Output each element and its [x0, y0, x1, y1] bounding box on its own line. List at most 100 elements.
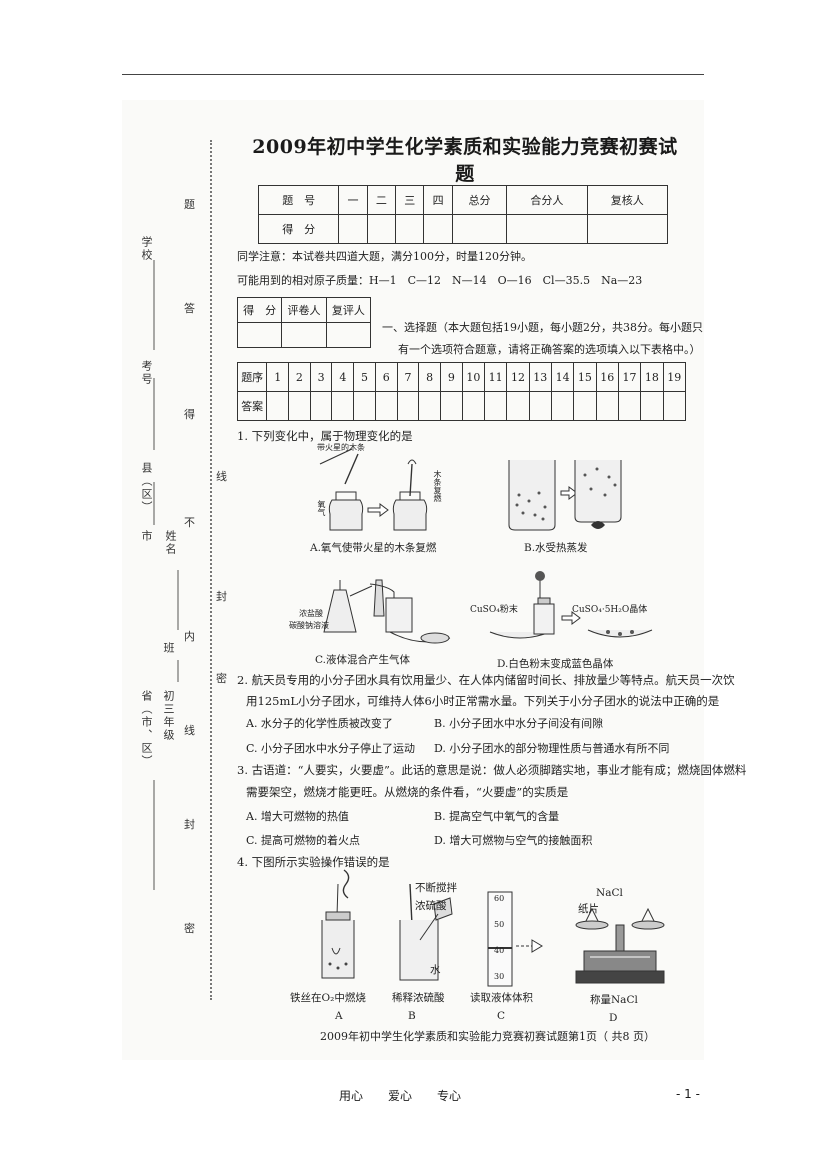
q1-option-d[interactable]: D.白色粉末变成蓝色晶体: [497, 658, 614, 670]
q3-option-b[interactable]: B. 提高空气中氧气的含量: [434, 810, 560, 823]
answer-cell[interactable]: [331, 391, 355, 421]
q4-c-tick: 40: [494, 946, 505, 955]
answer-cell[interactable]: [550, 391, 575, 421]
binding-fill-lines: [153, 260, 179, 890]
answer-cell[interactable]: [528, 391, 552, 421]
q4-b-label-water: 水: [430, 964, 441, 976]
answer-cell[interactable]: [484, 391, 508, 421]
grader-cell[interactable]: [325, 322, 372, 348]
q3-option-c[interactable]: C. 提高可燃物的着火点: [246, 834, 361, 847]
table-row: 得 分: [257, 214, 669, 244]
q2-option-c[interactable]: C. 小分子团水中水分子停止了运动: [246, 742, 416, 755]
q4-caption-b: 稀释浓硫酸: [392, 992, 445, 1004]
q4-d-label-nacl: NaCl: [596, 887, 623, 899]
answer-cell[interactable]: [309, 391, 333, 421]
q4-caption-a: 铁丝在O₂中燃烧: [290, 992, 366, 1004]
grader-cell[interactable]: [236, 322, 283, 348]
q1-figure-a: [319, 448, 428, 531]
answer-number-cell: 10: [461, 362, 486, 392]
answer-number-cell: 8: [418, 362, 441, 392]
binding-class: 班: [162, 642, 175, 655]
answer-cell[interactable]: [640, 391, 664, 421]
q1-a-label-splint: 带火星的木条: [317, 443, 365, 452]
question-2-line2: 用125mL小分子团水，可维持人体6小时正常需水量。下列关于小分子团水的说法中正…: [246, 694, 720, 708]
answer-cell[interactable]: [573, 391, 597, 421]
binding-not-mark: 不: [184, 516, 195, 529]
binding-county: 县（区）: [140, 462, 153, 514]
answer-cell[interactable]: [396, 391, 420, 421]
answer-cell[interactable]: [662, 391, 687, 421]
answer-number-cell: 9: [440, 362, 463, 392]
score-cell[interactable]: [366, 214, 397, 244]
score-row-label: 得 分: [257, 214, 340, 244]
score-header-cell: 一: [338, 185, 368, 215]
answer-cell[interactable]: [617, 391, 642, 421]
binding-grade: 初三年级: [162, 690, 175, 742]
score-header-cell: 合分人: [506, 185, 588, 215]
answer-cell[interactable]: [353, 391, 376, 421]
answer-number-cell: 14: [550, 362, 575, 392]
score-cell[interactable]: [423, 214, 453, 244]
binding-dotted-line: [210, 140, 212, 1000]
binding-secret: 密: [216, 672, 227, 685]
answer-cell[interactable]: [266, 391, 290, 421]
q4-letter-b: B: [408, 1010, 416, 1022]
answer-cell[interactable]: [288, 391, 311, 421]
page-number: - 1 -: [676, 1087, 700, 1101]
answer-cell[interactable]: [374, 391, 398, 421]
binding-exam-no: 考号: [140, 360, 153, 386]
answer-cell[interactable]: [418, 391, 441, 421]
q2-option-a[interactable]: A. 水分子的化学性质被改变了: [246, 717, 393, 730]
answer-number-cell: 5: [353, 362, 376, 392]
grader-header-cell: 得 分: [236, 297, 283, 323]
binding-line-mark: 线: [216, 470, 227, 483]
page-title: 2009年初中学生化学素质和实验能力竞赛初赛试题: [252, 136, 678, 185]
q2-option-b[interactable]: B. 小分子团水中水分子间没有间隙: [434, 717, 604, 730]
answer-number-cell: 11: [484, 362, 508, 392]
q1-option-b[interactable]: B.水受热蒸发: [524, 542, 588, 554]
score-cell[interactable]: [586, 214, 669, 244]
binding-inside: 内: [184, 630, 195, 643]
exam-page-footer: 2009年初中学生化学素质和实验能力竞赛初赛试题第1页（ 共8 页）: [320, 1030, 655, 1043]
grader-cell[interactable]: [281, 322, 327, 348]
question-4-stem: 4. 下图所示实验操作错误的是: [237, 855, 390, 869]
q4-letter-d: D: [609, 1012, 618, 1024]
q3-option-d[interactable]: D. 增大可燃物与空气的接触面积: [434, 834, 593, 847]
q4-caption-c: 读取液体体积: [470, 992, 533, 1004]
exam-notice: 同学注意：本试卷共四道大题，满分100分，时量120分钟。: [237, 250, 532, 263]
answer-number-cell: 13: [528, 362, 552, 392]
answer-cell[interactable]: [595, 391, 619, 421]
q4-c-tick: 50: [494, 920, 505, 929]
q1-option-c[interactable]: C.液体混合产生气体: [315, 654, 410, 666]
grader-header-cell: 评卷人: [281, 297, 327, 323]
q3-option-a[interactable]: A. 增大可燃物的热值: [246, 810, 349, 823]
answer-cell[interactable]: [506, 391, 530, 421]
table-row: 答案: [236, 391, 687, 421]
score-cell[interactable]: [338, 214, 368, 244]
score-cell[interactable]: [451, 214, 508, 244]
score-header-cell: 题 号: [257, 185, 340, 215]
answer-number-cell: 6: [374, 362, 398, 392]
q2-option-d[interactable]: D. 小分子团水的部分物理性质与普通水有所不同: [434, 742, 670, 755]
question-1-stem: 1. 下列变化中，属于物理变化的是: [237, 429, 413, 443]
footer-slogan-3: 专心: [437, 1089, 462, 1103]
answer-row-label: 答案: [236, 391, 268, 421]
answer-number-cell: 4: [331, 362, 355, 392]
atomic-mass-line: 可能用到的相对原子质量：H—1 C—12 N—14 O—16 Cl—35.5 N…: [237, 274, 643, 287]
score-header-cell: 二: [366, 185, 397, 215]
answer-cell[interactable]: [440, 391, 463, 421]
grader-header-cell: 复评人: [325, 297, 372, 323]
q1-option-a[interactable]: A.氧气使带火星的木条复燃: [310, 542, 437, 554]
answer-number-cell: 16: [595, 362, 619, 392]
answer-number-cell: 19: [662, 362, 687, 392]
score-header-cell: 总分: [451, 185, 508, 215]
answer-cell[interactable]: [461, 391, 486, 421]
score-cell[interactable]: [506, 214, 588, 244]
q4-caption-d: 称量NaCl: [590, 994, 638, 1006]
binding-province: 省（市、区）: [140, 690, 153, 768]
binding-seal: 封: [216, 590, 227, 603]
q1-c-label-acid: 浓盐酸: [299, 609, 323, 618]
score-header-cell: 复核人: [586, 185, 669, 215]
score-cell[interactable]: [395, 214, 425, 244]
q4-c-tick: 60: [494, 894, 505, 903]
